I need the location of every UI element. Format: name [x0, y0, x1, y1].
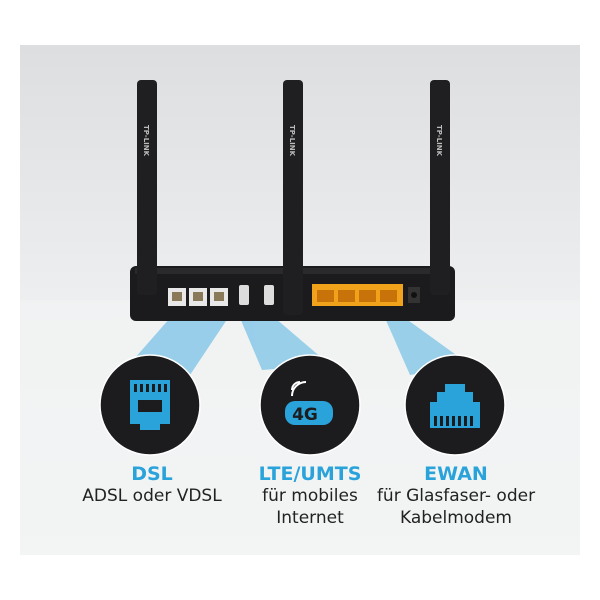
feature-description: Internet: [276, 508, 344, 528]
dsl-port-icon: [99, 354, 201, 456]
feature-lte: LTE/UMTS für mobiles Internet: [210, 463, 410, 529]
feature-ewan: EWAN für Glasfaser- oder Kabelmodem: [346, 463, 566, 529]
feature-description: für Glasfaser- oder: [376, 486, 536, 506]
feature-title: DSL: [131, 463, 173, 485]
4g-badge: 4G: [292, 405, 318, 425]
antenna-logo: TP-LINK: [435, 125, 443, 157]
antenna-logo: TP-LINK: [142, 125, 150, 157]
feature-title: LTE/UMTS: [258, 463, 362, 485]
feature-dsl: DSL ADSL oder VDSL: [52, 463, 252, 507]
feature-description: für mobiles: [262, 486, 358, 506]
4g-stick-icon: 4G: [259, 354, 361, 456]
feature-title: EWAN: [424, 463, 488, 485]
feature-description: ADSL oder VDSL: [82, 486, 222, 506]
usb-ports: [239, 285, 274, 305]
feature-description: Kabelmodem: [399, 508, 512, 528]
antenna-logo: TP-LINK: [288, 125, 296, 157]
ethernet-port-icon: [404, 354, 506, 456]
antennas: [137, 80, 450, 315]
